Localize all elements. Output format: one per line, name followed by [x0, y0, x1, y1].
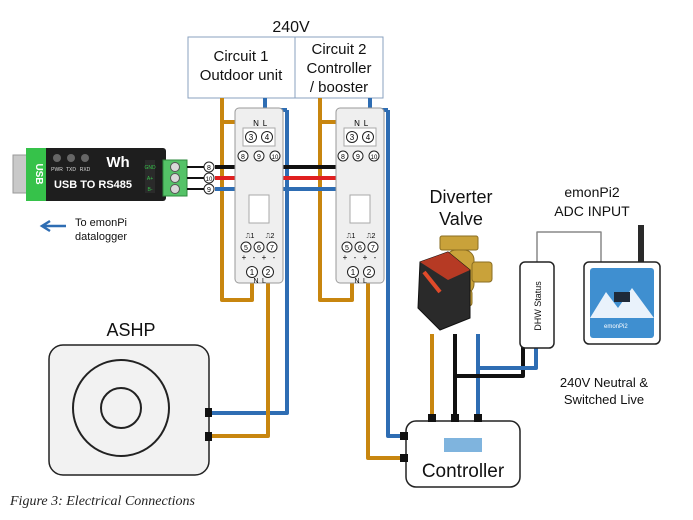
- circuit-1-subtitle: Outdoor unit: [200, 67, 283, 84]
- meter-2-terminal-6: 6: [358, 245, 362, 252]
- meter-1-bottom-n: N: [253, 278, 258, 285]
- emonpi2-device: emonPi2: [583, 225, 661, 345]
- pin-b-label: B-: [148, 187, 153, 193]
- circuit-2-title: Circuit 2: [311, 41, 366, 58]
- meter-1-letter-l: L: [263, 119, 268, 128]
- datalogger-note: To emonPi datalogger: [39, 217, 127, 243]
- led-rxd-label: RXD: [80, 167, 91, 173]
- meter-2-sign-2: -: [354, 253, 357, 262]
- meter-2-terminal-2: 2: [367, 268, 372, 277]
- meter-2-sign-1: +: [343, 253, 348, 262]
- converter-brand-logo: Wh: [106, 154, 129, 171]
- left-arrow-icon: [39, 219, 66, 233]
- supply-voltage-label: 240V: [272, 19, 310, 36]
- meter-2-sign-3: +: [363, 253, 368, 262]
- meter-2-sign-4: -: [374, 253, 377, 262]
- meter-1-bottom-l: L: [262, 278, 266, 285]
- bus-marker-9: 9: [207, 187, 211, 194]
- dhw-black-wire: [455, 346, 525, 378]
- ashp-live-wire: [210, 283, 270, 438]
- meter-1-sign-1: +: [242, 253, 247, 262]
- circuit-1-title: Circuit 1: [213, 48, 268, 65]
- meter-2-bottom-l: L: [363, 278, 367, 285]
- note-line-1: To emonPi: [75, 217, 127, 229]
- meter-1-terminal-6: 6: [257, 245, 261, 252]
- meter-2-terminal-5: 5: [345, 245, 349, 252]
- meter-1-terminal-4: 4: [265, 133, 270, 142]
- converter-model-label: USB TO RS485: [54, 179, 132, 191]
- meter-2-terminal-10: 10: [371, 155, 378, 161]
- meter-1-terminal-10: 10: [272, 155, 279, 161]
- energy-meter-2: N L 3 4 8 9 10 ⎍1 ⎍2 5 6 7 + - + - 1 2 N…: [335, 107, 385, 285]
- meter-2-pulse-1: ⎍1: [347, 233, 356, 240]
- meter-1-terminal-2: 2: [266, 268, 271, 277]
- diverter-valve: [417, 235, 493, 331]
- meter-1-pulse-1: ⎍1: [246, 233, 255, 240]
- meter-1-terminal-5: 5: [244, 245, 248, 252]
- meter-1-sign-2: -: [253, 253, 256, 262]
- figure-caption: Figure 3: Electrical Connections: [10, 494, 195, 509]
- pin-a-label: A+: [147, 176, 153, 182]
- meter-1-terminal-9: 9: [257, 154, 261, 161]
- meter-2-pulse-2: ⎍2: [367, 233, 376, 240]
- led-pwr-label: PWR: [51, 167, 63, 173]
- note-line-2: datalogger: [75, 231, 127, 243]
- dhw-status-label: DHW Status: [533, 281, 543, 331]
- meter-2-terminal-1: 1: [351, 268, 356, 277]
- usb-rs485-converter: USB PWR TXD RXD Wh USB TO RS485 GND A+ B…: [12, 148, 204, 201]
- neutral-note-2: Switched Live: [564, 392, 644, 407]
- meter-1-terminal-1: 1: [250, 268, 255, 277]
- emonpi-label-1: emonPi2: [564, 184, 619, 200]
- pin-gnd-label: GND: [144, 165, 156, 171]
- meter-2-terminal-4: 4: [366, 133, 371, 142]
- neutral-note-1: 240V Neutral &: [560, 375, 648, 390]
- meter-2-terminal-8: 8: [341, 154, 345, 161]
- converter-side-label: USB: [33, 163, 44, 184]
- ashp-label: ASHP: [106, 320, 155, 340]
- meter-2-terminal-3: 3: [350, 133, 355, 142]
- meter-2-terminal-9: 9: [356, 154, 360, 161]
- meter-2-bottom-n: N: [354, 278, 359, 285]
- bus-marker-10: 10: [206, 177, 213, 183]
- meter-1-terminal-3: 3: [249, 133, 254, 142]
- meter-1-sign-3: +: [262, 253, 267, 262]
- valve-label-1: Diverter: [429, 187, 492, 207]
- circuit-2-subtitle-2: / booster: [310, 79, 368, 96]
- meter-1-terminal-8: 8: [241, 154, 245, 161]
- meter-2-terminal-7: 7: [371, 245, 375, 252]
- controller-label: Controller: [422, 461, 505, 482]
- circuit-box-1: Circuit 1 Outdoor unit: [187, 36, 296, 99]
- circuit-2-live-loop: [318, 122, 354, 302]
- bus-markers: 8 10 9: [203, 161, 215, 195]
- meter-1-pulse-2: ⎍2: [266, 233, 275, 240]
- meter-1-terminal-7: 7: [270, 245, 274, 252]
- dhw-blue-wire: [478, 346, 538, 370]
- led-txd-label: TXD: [66, 167, 76, 173]
- dhw-status-module: DHW Status: [519, 261, 555, 349]
- controller-live-wire: [366, 283, 406, 460]
- emonpi-screen-text: emonPi2: [604, 324, 628, 330]
- meter-1-letter-n: N: [253, 119, 259, 128]
- meter-1-sign-4: -: [273, 253, 276, 262]
- emonpi-label-2: ADC INPUT: [554, 203, 630, 219]
- energy-meter-1: N L 3 4 8 9 10 ⎍1 ⎍2 5 6 7 + - + - 1 2 N…: [234, 107, 284, 285]
- valve-label-2: Valve: [439, 209, 483, 229]
- bus-marker-8: 8: [207, 165, 211, 172]
- controller-box: Controller: [400, 414, 521, 488]
- meter-2-letter-n: N: [354, 119, 360, 128]
- ashp-unit: [48, 344, 212, 476]
- circuit-2-subtitle: Controller: [306, 60, 371, 77]
- circuit-box-2: Circuit 2 Controller / booster: [294, 36, 384, 99]
- dhw-signal-wire: [536, 231, 602, 262]
- circuit-1-live-loop: [220, 122, 254, 302]
- meter-2-letter-l: L: [364, 119, 369, 128]
